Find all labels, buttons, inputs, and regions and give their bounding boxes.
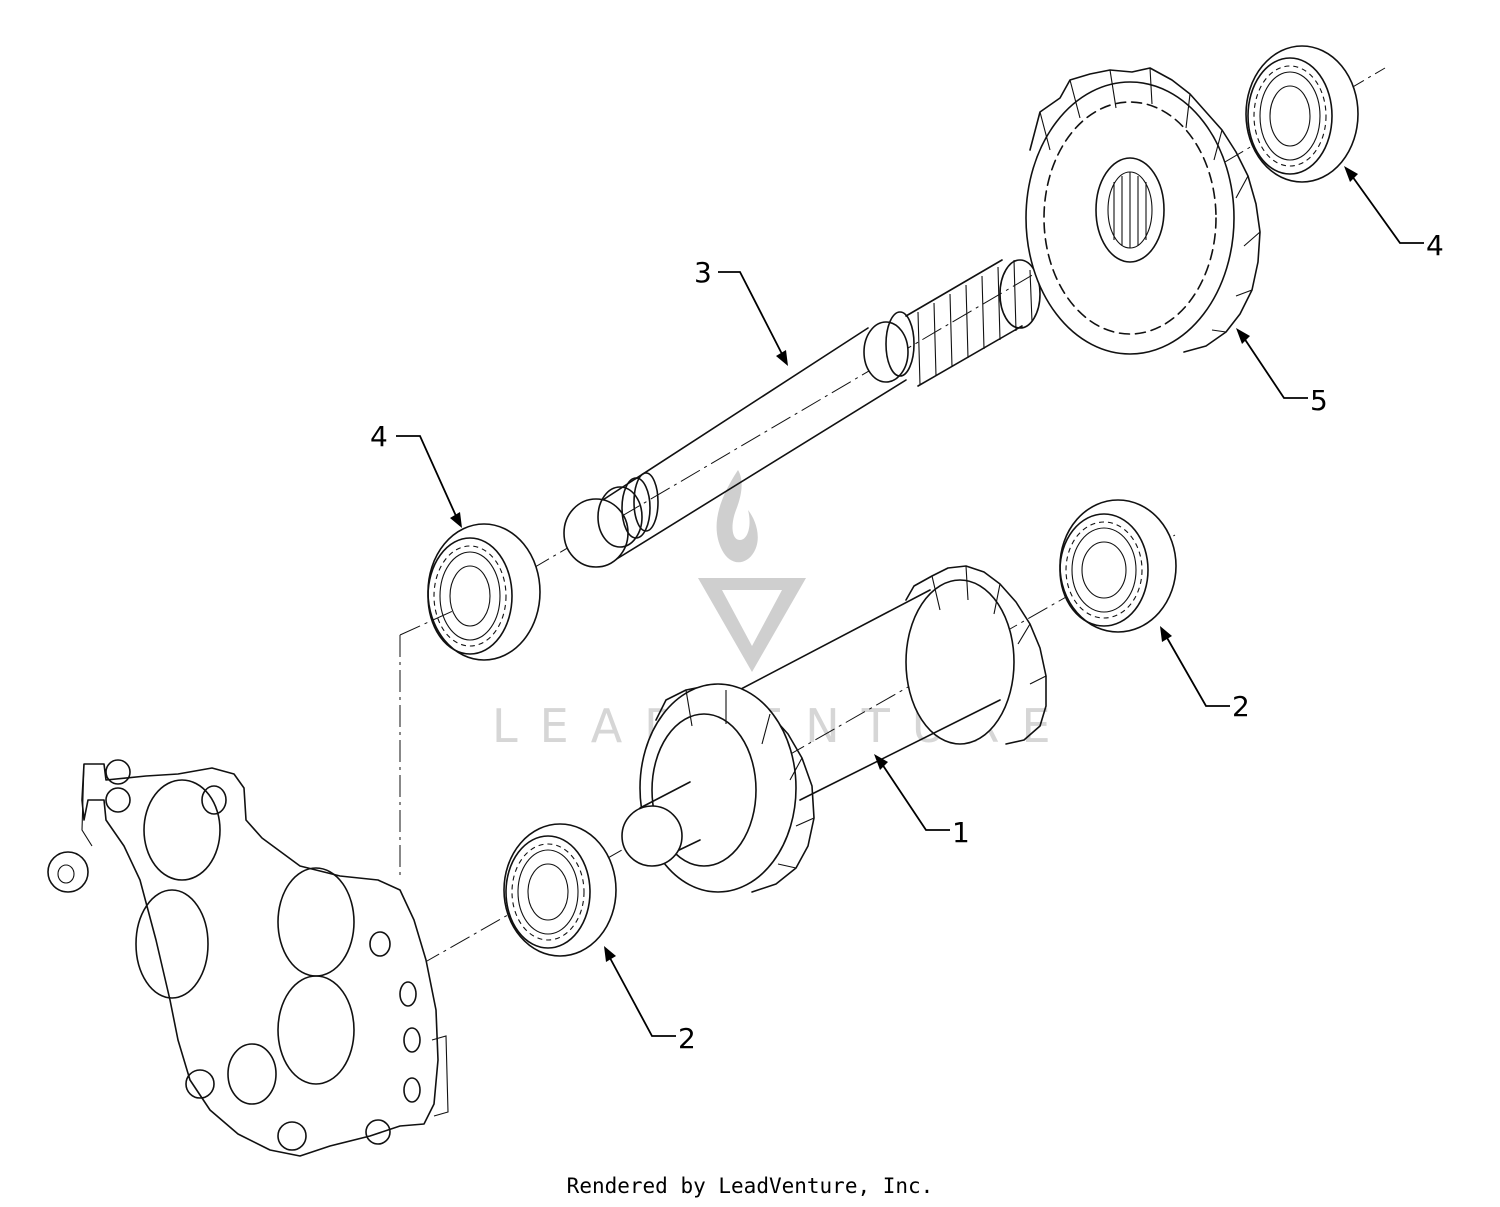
- callout-label-1: 1: [952, 816, 970, 849]
- callout-4-upper: 4: [1344, 166, 1444, 262]
- cluster-gear-shaft-part-1: [621, 565, 1047, 893]
- bearing-part-4-lower: [427, 523, 541, 661]
- bearing-part-2-lower: [503, 823, 617, 957]
- callout-2-lower: 2: [604, 946, 696, 1055]
- callout-3: 3: [694, 256, 788, 366]
- housing-plate: [47, 759, 449, 1157]
- large-gear-part-5: [1025, 67, 1261, 355]
- callout-2-upper: 2: [1160, 626, 1250, 723]
- bearing-part-2-upper: [1059, 499, 1177, 633]
- bearing-part-4-upper: [1245, 45, 1359, 183]
- callout-label-2-upper: 2: [1232, 690, 1250, 723]
- callout-label-5: 5: [1310, 384, 1328, 417]
- upper-shaft-axis: [529, 67, 1386, 571]
- callout-label-4-upper: 4: [1426, 229, 1444, 262]
- callout-label-4-lower: 4: [370, 420, 388, 453]
- callout-1: 1: [874, 754, 970, 849]
- callout-label-2-lower: 2: [678, 1022, 696, 1055]
- callout-5: 5: [1236, 328, 1328, 417]
- callout-4-lower: 4: [370, 420, 462, 528]
- splined-shaft-part-3: [563, 259, 1041, 568]
- alignment-line-top: [399, 609, 456, 636]
- rendered-by-footer: Rendered by LeadVenture, Inc.: [566, 1174, 934, 1198]
- callout-label-3: 3: [694, 256, 712, 289]
